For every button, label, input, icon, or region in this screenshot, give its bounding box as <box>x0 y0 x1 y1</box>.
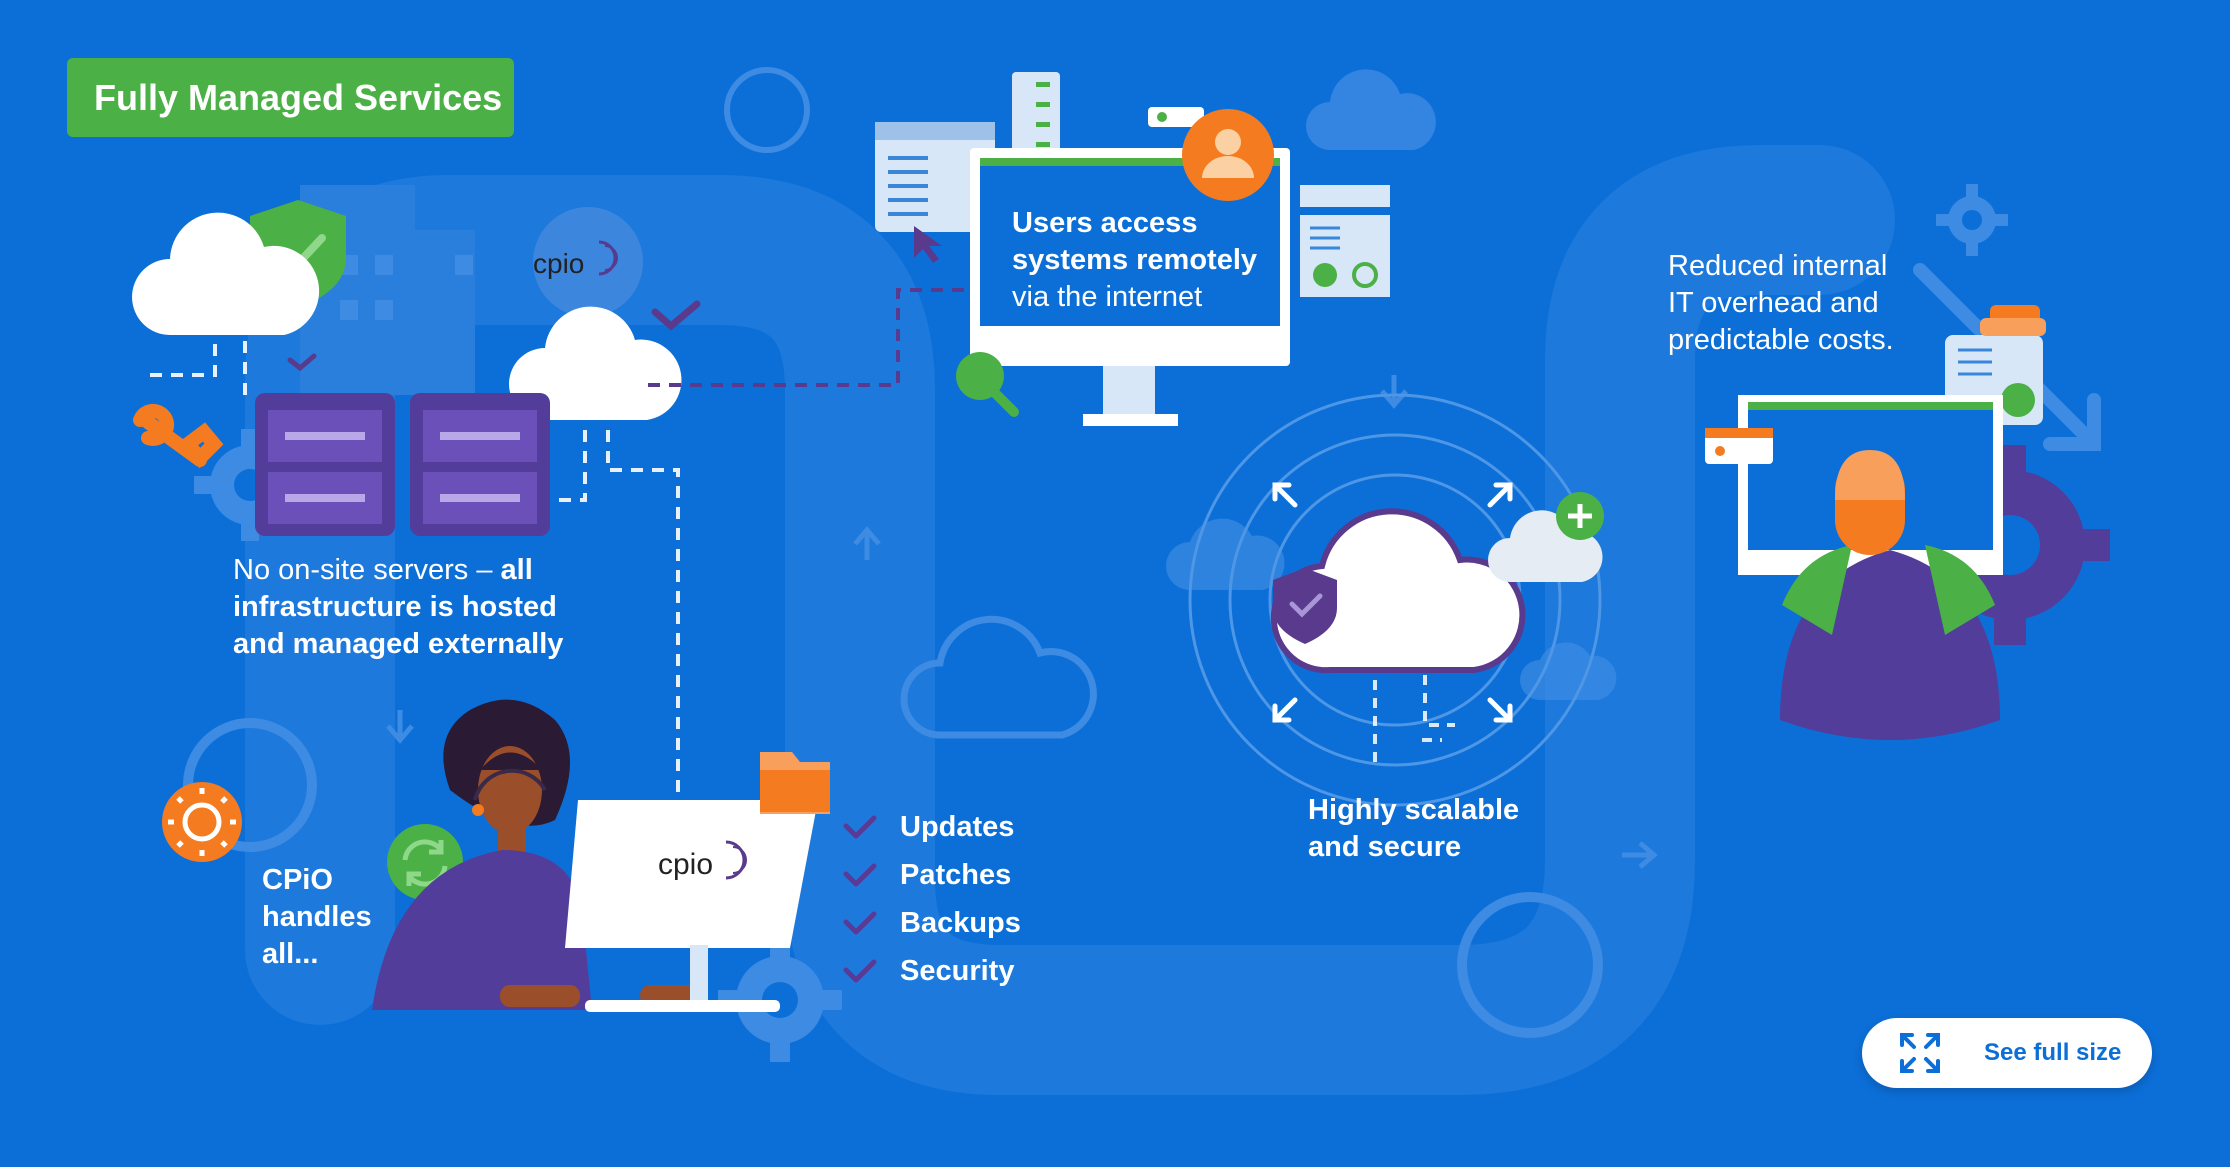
server-rack-icon <box>255 393 550 536</box>
deco-arrow-icon <box>853 526 881 560</box>
check-mark-icon <box>843 911 877 935</box>
costs-label: Reduced internal IT overhead and predict… <box>1668 248 1894 359</box>
logo-text: cpio <box>533 248 585 279</box>
check-mark-icon <box>287 353 317 372</box>
app-window-panel <box>1300 185 1390 297</box>
costs-line-1: Reduced internal <box>1668 250 1888 282</box>
cloud-icon <box>1488 510 1603 582</box>
cpio-line-3: all... <box>262 938 319 970</box>
check-mark-icon <box>843 863 877 887</box>
cloud-icon <box>1270 508 1526 674</box>
wrench-icon <box>133 404 224 469</box>
monitor-icon <box>970 148 1290 426</box>
cpio-logo: cpio <box>658 848 713 882</box>
checklist: Updates Patches Backups Security <box>842 803 1021 995</box>
check-mark-icon <box>651 300 701 331</box>
dashed-connector <box>648 288 988 387</box>
shield-check-icon <box>1273 568 1337 644</box>
deco-arrow-icon <box>386 710 414 744</box>
desktop-computer-icon <box>565 800 818 1012</box>
cpio-logo: cpio <box>533 248 584 280</box>
dashed-connector <box>150 335 680 800</box>
gear-icon <box>162 782 242 862</box>
checklist-item: Patches <box>842 851 1021 899</box>
cpio-line-1: CPiO <box>262 864 333 896</box>
cpio-line-2: handles <box>262 901 372 933</box>
scale-rings <box>1188 393 1602 807</box>
checklist-label: Backups <box>900 906 1021 939</box>
check-mark-icon <box>843 815 877 839</box>
deco-gear-icon <box>1936 184 2008 256</box>
expand-icon <box>1900 1033 1940 1073</box>
checklist-label: Updates <box>900 810 1015 843</box>
logo-swoosh-icon <box>725 840 747 880</box>
deco-arrow-icon <box>1380 375 1408 409</box>
see-full-size-label: See full size <box>1984 1039 2122 1066</box>
deco-ring <box>724 67 810 153</box>
check-mark-icon <box>843 959 877 983</box>
costs-line-3: predictable costs. <box>1668 324 1894 356</box>
deco-ring <box>1457 892 1603 1038</box>
person-illustration <box>1780 450 2000 740</box>
scalable-line-2: and secure <box>1308 831 1462 863</box>
costs-line-2: IT overhead and <box>1668 287 1879 319</box>
search-icon <box>956 352 1019 417</box>
scalable-line-1: Highly scalable <box>1308 794 1520 826</box>
checklist-item: Backups <box>842 899 1021 947</box>
expand-arrows-icon <box>1272 482 1513 723</box>
page-title: Fully Managed Services <box>67 58 514 137</box>
cpio-handles-label: CPiO handles all... <box>262 862 372 973</box>
servers-line-3: and managed externally <box>233 628 564 660</box>
users-line-1: Users access <box>1012 207 1198 239</box>
logo-badge-circle <box>533 207 643 317</box>
deco-cloud <box>1306 69 1436 150</box>
support-agent-illustration <box>372 699 700 1010</box>
deco-cloud <box>900 615 1097 739</box>
users-line-2: systems remotely <box>1012 244 1258 276</box>
deco-arrow-icon <box>1622 841 1658 869</box>
servers-line-2: infrastructure is hosted <box>233 591 557 623</box>
servers-label: No on-site servers – all infrastructure … <box>233 552 563 663</box>
scalable-label: Highly scalable and secure <box>1308 792 1519 866</box>
servers-line-1-bold: all <box>500 554 533 586</box>
checklist-label: Patches <box>900 858 1012 891</box>
users-access-label: Users access systems remotely via the in… <box>1012 205 1257 316</box>
see-full-size-button[interactable]: See full size <box>1862 1018 2152 1088</box>
logo-swoosh-icon <box>598 240 618 276</box>
dashed-connector <box>1373 675 1455 770</box>
cursor-icon <box>914 226 942 263</box>
cloud-icon <box>509 306 682 420</box>
checklist-label: Security <box>900 954 1015 987</box>
checklist-item: Security <box>842 947 1021 995</box>
building-icon <box>300 185 475 395</box>
deco-cloud <box>1166 518 1285 590</box>
logo-text: cpio <box>658 848 714 881</box>
servers-line-1: No on-site servers – <box>233 554 501 586</box>
checklist-item: Updates <box>842 803 1021 851</box>
document-panel <box>875 122 995 232</box>
status-pill <box>1705 428 1773 464</box>
users-line-3: via the internet <box>1012 281 1203 313</box>
cloud-icon <box>132 212 320 335</box>
